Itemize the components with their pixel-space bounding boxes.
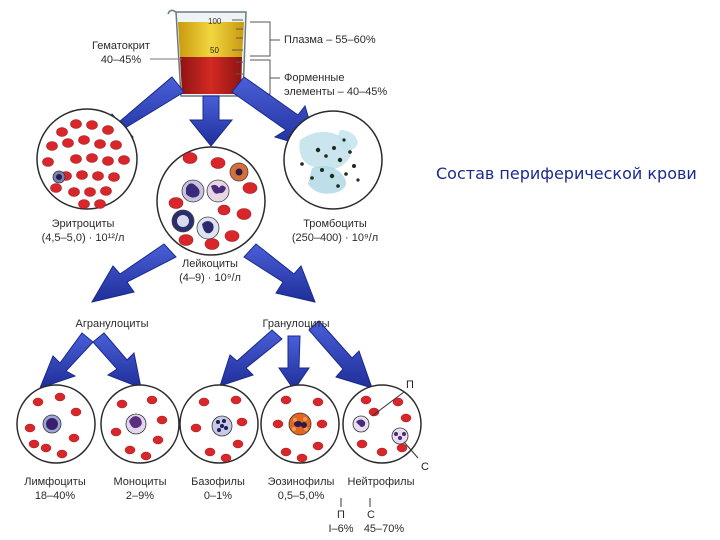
seg-neutrophil-value: 45–70%	[363, 523, 405, 535]
eosinophils-value: 0,5–5,0%	[277, 490, 325, 502]
subtype-red-cells	[24, 392, 412, 463]
beaker-brackets	[250, 21, 280, 95]
leukocytes-value: (4–9) · 10⁹/л	[179, 272, 241, 284]
platelets-name: Тромбоциты	[303, 218, 367, 230]
platelets-value: (250–400) · 10⁹/л	[291, 232, 379, 244]
arrow-to-neutrophils	[308, 320, 373, 389]
agranulocytes-label: Агранулоциты	[75, 318, 149, 330]
beaker-scale-ticks	[232, 19, 243, 75]
monocytes-value: 2–9%	[125, 490, 155, 502]
seg-marker: С	[421, 461, 429, 473]
platelet-cells	[299, 130, 360, 194]
basophils-value: 0–1%	[203, 490, 233, 502]
arrow-to-granulocytes	[243, 243, 316, 303]
basophils-name: Базофилы	[191, 476, 245, 488]
plasma-label: Плазма – 55–60%	[284, 34, 376, 46]
arrow-to-lymphocytes	[39, 332, 94, 389]
arrow-to-monocytes	[92, 332, 142, 389]
formed-elements-label-line1: Форменные	[284, 72, 345, 84]
erythrocytes-value: (4,5–5,0) · 10¹²/л	[41, 232, 125, 244]
eosinophils-name: Эозинофилы	[267, 476, 335, 488]
page-title: Состав периферической крови	[436, 164, 697, 183]
band-neutrophil-value: I–6%	[328, 523, 354, 535]
lymphocytes-name: Лимфоциты	[24, 476, 86, 488]
arrow-to-basophils	[219, 329, 283, 387]
neutrophil-pointers	[340, 391, 419, 507]
monocytes-name: Моноциты	[113, 476, 167, 488]
lymphocytes-value: 18–40%	[34, 490, 76, 502]
hematocrit-value: 40–45%	[100, 54, 142, 66]
beaker-scale-50: 50	[210, 46, 219, 55]
beaker	[150, 9, 247, 97]
band-neutrophil-label: П	[337, 509, 345, 521]
subtype-white-cells	[42, 412, 409, 445]
granulocytes-label: Гранулоциты	[262, 318, 330, 330]
arrow-to-eosinophils	[278, 335, 310, 391]
plasma-layer	[178, 22, 244, 57]
beaker-scale-100: 100	[208, 17, 222, 26]
arrow-to-leukocytes	[188, 95, 234, 147]
neutrophils-name: Нейтрофилы	[347, 476, 415, 488]
leukocytes-name: Лейкоциты	[182, 258, 238, 270]
formed-elements-layer	[180, 57, 242, 94]
erythrocytes-name: Эритроциты	[51, 218, 115, 230]
seg-neutrophil-label: С	[367, 509, 375, 521]
erythrocyte-cells	[42, 119, 130, 209]
leukocyte-cells	[168, 152, 258, 250]
arrow-to-agranulocytes	[90, 243, 177, 303]
formed-elements-label-line2: элементы – 40–45%	[284, 86, 388, 98]
hematocrit-label: Гематокрит	[92, 40, 150, 52]
band-marker: П	[406, 379, 414, 391]
